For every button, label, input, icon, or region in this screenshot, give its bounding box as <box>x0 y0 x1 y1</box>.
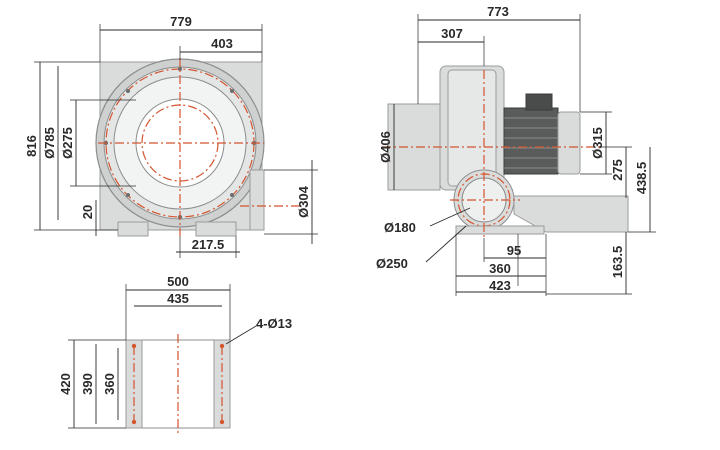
leader-180 <box>429 207 471 227</box>
base-holes <box>131 343 225 425</box>
side-motor-body <box>503 107 559 175</box>
dim-360-depth: 360 <box>102 373 117 395</box>
dim-d406: Ø406 <box>378 131 393 163</box>
front-foot-left <box>117 221 149 237</box>
base-plate-view: 500 435 4-Ø13 420 390 360 <box>58 274 292 434</box>
side-housing-face <box>447 69 497 187</box>
dim-420: 420 <box>58 373 73 395</box>
dim-438-5: 438.5 <box>634 162 649 195</box>
dim-d785: Ø785 <box>42 127 57 159</box>
side-inlet <box>387 103 441 191</box>
leader-holes <box>225 325 257 345</box>
dim-d304: Ø304 <box>296 185 311 218</box>
dim-275: 275 <box>610 159 625 181</box>
dim-d180: Ø180 <box>384 220 416 235</box>
front-foot-right <box>195 221 237 237</box>
side-base-plate <box>455 225 545 235</box>
dim-403: 403 <box>211 36 233 51</box>
dim-307: 307 <box>441 26 463 41</box>
leader-250 <box>425 225 467 263</box>
dim-773: 773 <box>487 4 509 19</box>
dim-d315: Ø315 <box>590 127 605 159</box>
dim-390: 390 <box>80 373 95 395</box>
side-motor-fan-cover <box>557 111 581 175</box>
dim-163-5: 163.5 <box>610 246 625 279</box>
dim-360: 360 <box>489 261 511 276</box>
dim-500: 500 <box>167 274 189 289</box>
side-motor-fins <box>504 117 558 169</box>
dim-816: 816 <box>24 135 39 157</box>
dim-435: 435 <box>167 291 189 306</box>
dim-217-5: 217.5 <box>192 237 225 252</box>
dim-423: 423 <box>489 278 511 293</box>
dim-4-d13: 4-Ø13 <box>256 316 292 331</box>
front-outlet <box>249 169 265 231</box>
dim-779: 779 <box>170 14 192 29</box>
side-view: 773 307 Ø406 Ø315 275 438.5 163.5 Ø180 Ø… <box>376 4 656 296</box>
front-view: 779 403 816 Ø785 Ø275 20 217.5 Ø304 <box>24 14 318 258</box>
dim-95: 95 <box>507 243 521 258</box>
side-terminal-box <box>525 93 553 111</box>
dim-d250: Ø250 <box>376 256 408 271</box>
dim-20: 20 <box>80 205 95 219</box>
dim-d275: Ø275 <box>60 127 75 159</box>
side-base-frame <box>513 195 629 233</box>
